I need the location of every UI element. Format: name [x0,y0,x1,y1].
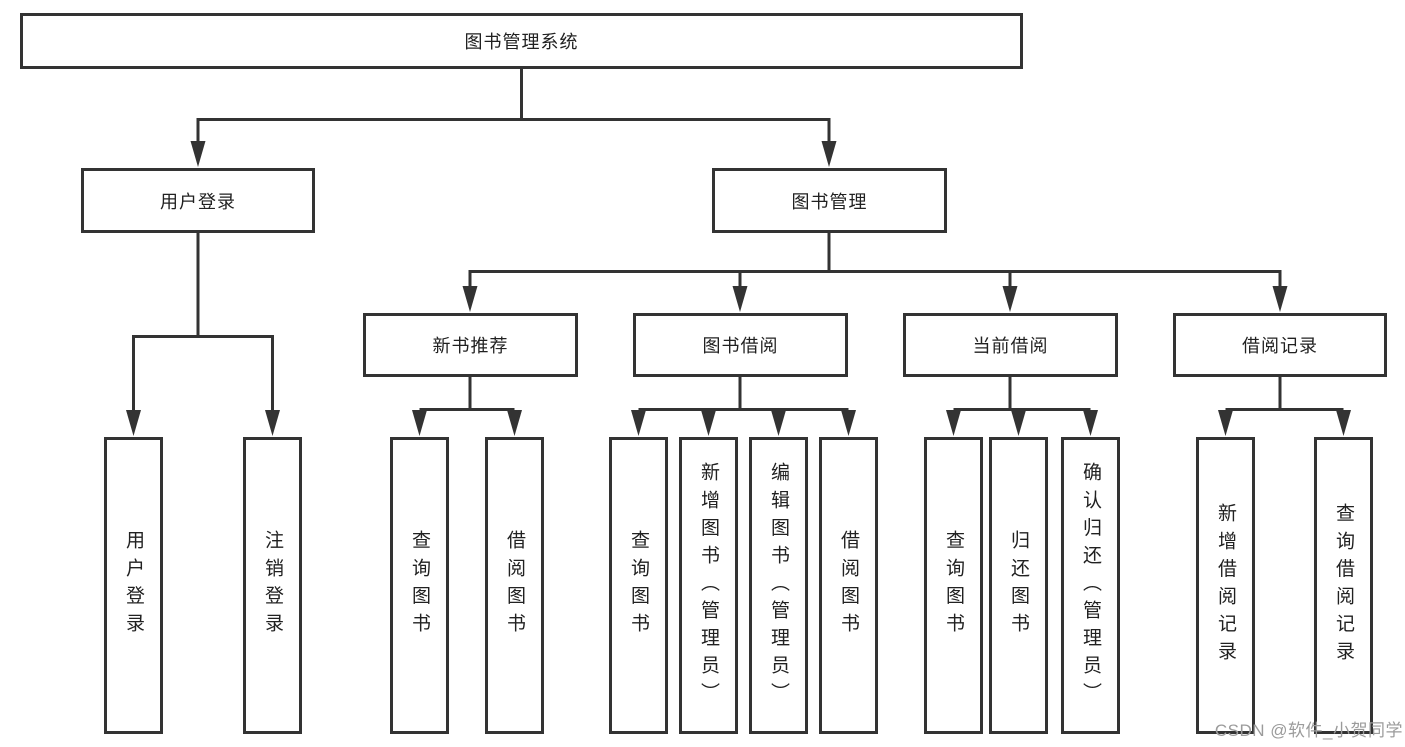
node-new-book-recommend: 新书推荐 [363,313,578,377]
arrow-down-icon [701,410,716,436]
csdn-watermark: CSDN @软件_小贺同学 [1214,721,1403,740]
leaf-label: 新增借阅记录 [1215,502,1236,669]
arrow-down-icon [412,410,427,436]
leaf-confirm-return-admin: 确认归还（管理员） [1061,437,1120,734]
leaf-query-book-recommend: 查询图书 [390,437,449,734]
arrow-down-icon [126,410,141,436]
leaf-label: 用户登录 [123,530,144,641]
arrow-down-icon [507,410,522,436]
node-current-borrow: 当前借阅 [903,313,1118,377]
node-book-management: 图书管理 [712,168,947,233]
leaf-label: 借阅图书 [504,530,525,641]
leaf-label: 新增图书（管理员） [698,461,719,710]
leaf-label: 查询图书 [943,530,964,641]
node-user-login: 用户登录 [81,168,315,233]
node-book-borrow: 图书借阅 [633,313,848,377]
node-label: 图书管理系统 [464,32,579,52]
leaf-logout: 注销登录 [243,437,302,734]
leaf-add-book-admin: 新增图书（管理员） [679,437,738,734]
node-label: 新书推荐 [432,336,509,356]
leaf-user-login: 用户登录 [104,437,163,734]
node-label: 图书借阅 [702,336,779,356]
arrow-down-icon [841,410,856,436]
leaf-label: 确认归还（管理员） [1080,461,1101,710]
leaf-borrow-book-recommend: 借阅图书 [485,437,544,734]
leaf-query-borrow-record: 查询借阅记录 [1314,437,1373,734]
node-label: 图书管理 [791,191,868,212]
leaf-query-book-borrow: 查询图书 [609,437,668,734]
leaf-label: 注销登录 [262,530,283,641]
arrow-down-icon [1083,410,1098,436]
arrow-down-icon [462,286,478,312]
leaf-query-book-current: 查询图书 [924,437,983,734]
node-library-management-system: 图书管理系统 [20,13,1023,69]
arrow-down-icon [1336,410,1351,436]
leaf-edit-book-admin: 编辑图书（管理员） [749,437,808,734]
leaf-label: 查询图书 [628,530,649,641]
arrow-down-icon [631,410,646,436]
leaf-label: 查询图书 [409,530,430,641]
arrow-down-icon [1272,286,1288,312]
arrow-down-icon [265,410,280,436]
leaf-label: 查询借阅记录 [1333,502,1354,669]
node-label: 借阅记录 [1242,336,1318,356]
arrow-down-icon [1011,410,1026,436]
node-label: 用户登录 [160,191,236,212]
arrow-down-icon [946,410,961,436]
node-borrow-records: 借阅记录 [1173,313,1387,377]
arrow-down-icon [190,141,206,167]
arrow-down-icon [821,141,837,167]
leaf-add-borrow-record: 新增借阅记录 [1196,437,1255,734]
leaf-return-book: 归还图书 [989,437,1048,734]
node-label: 当前借阅 [972,336,1049,356]
arrow-down-icon [732,286,748,312]
arrow-down-icon [771,410,786,436]
leaf-borrow-book: 借阅图书 [819,437,878,734]
leaf-label: 编辑图书（管理员） [768,461,789,710]
leaf-label: 归还图书 [1008,530,1029,641]
leaf-label: 借阅图书 [838,530,859,641]
arrow-down-icon [1218,410,1233,436]
arrow-down-icon [1002,286,1018,312]
